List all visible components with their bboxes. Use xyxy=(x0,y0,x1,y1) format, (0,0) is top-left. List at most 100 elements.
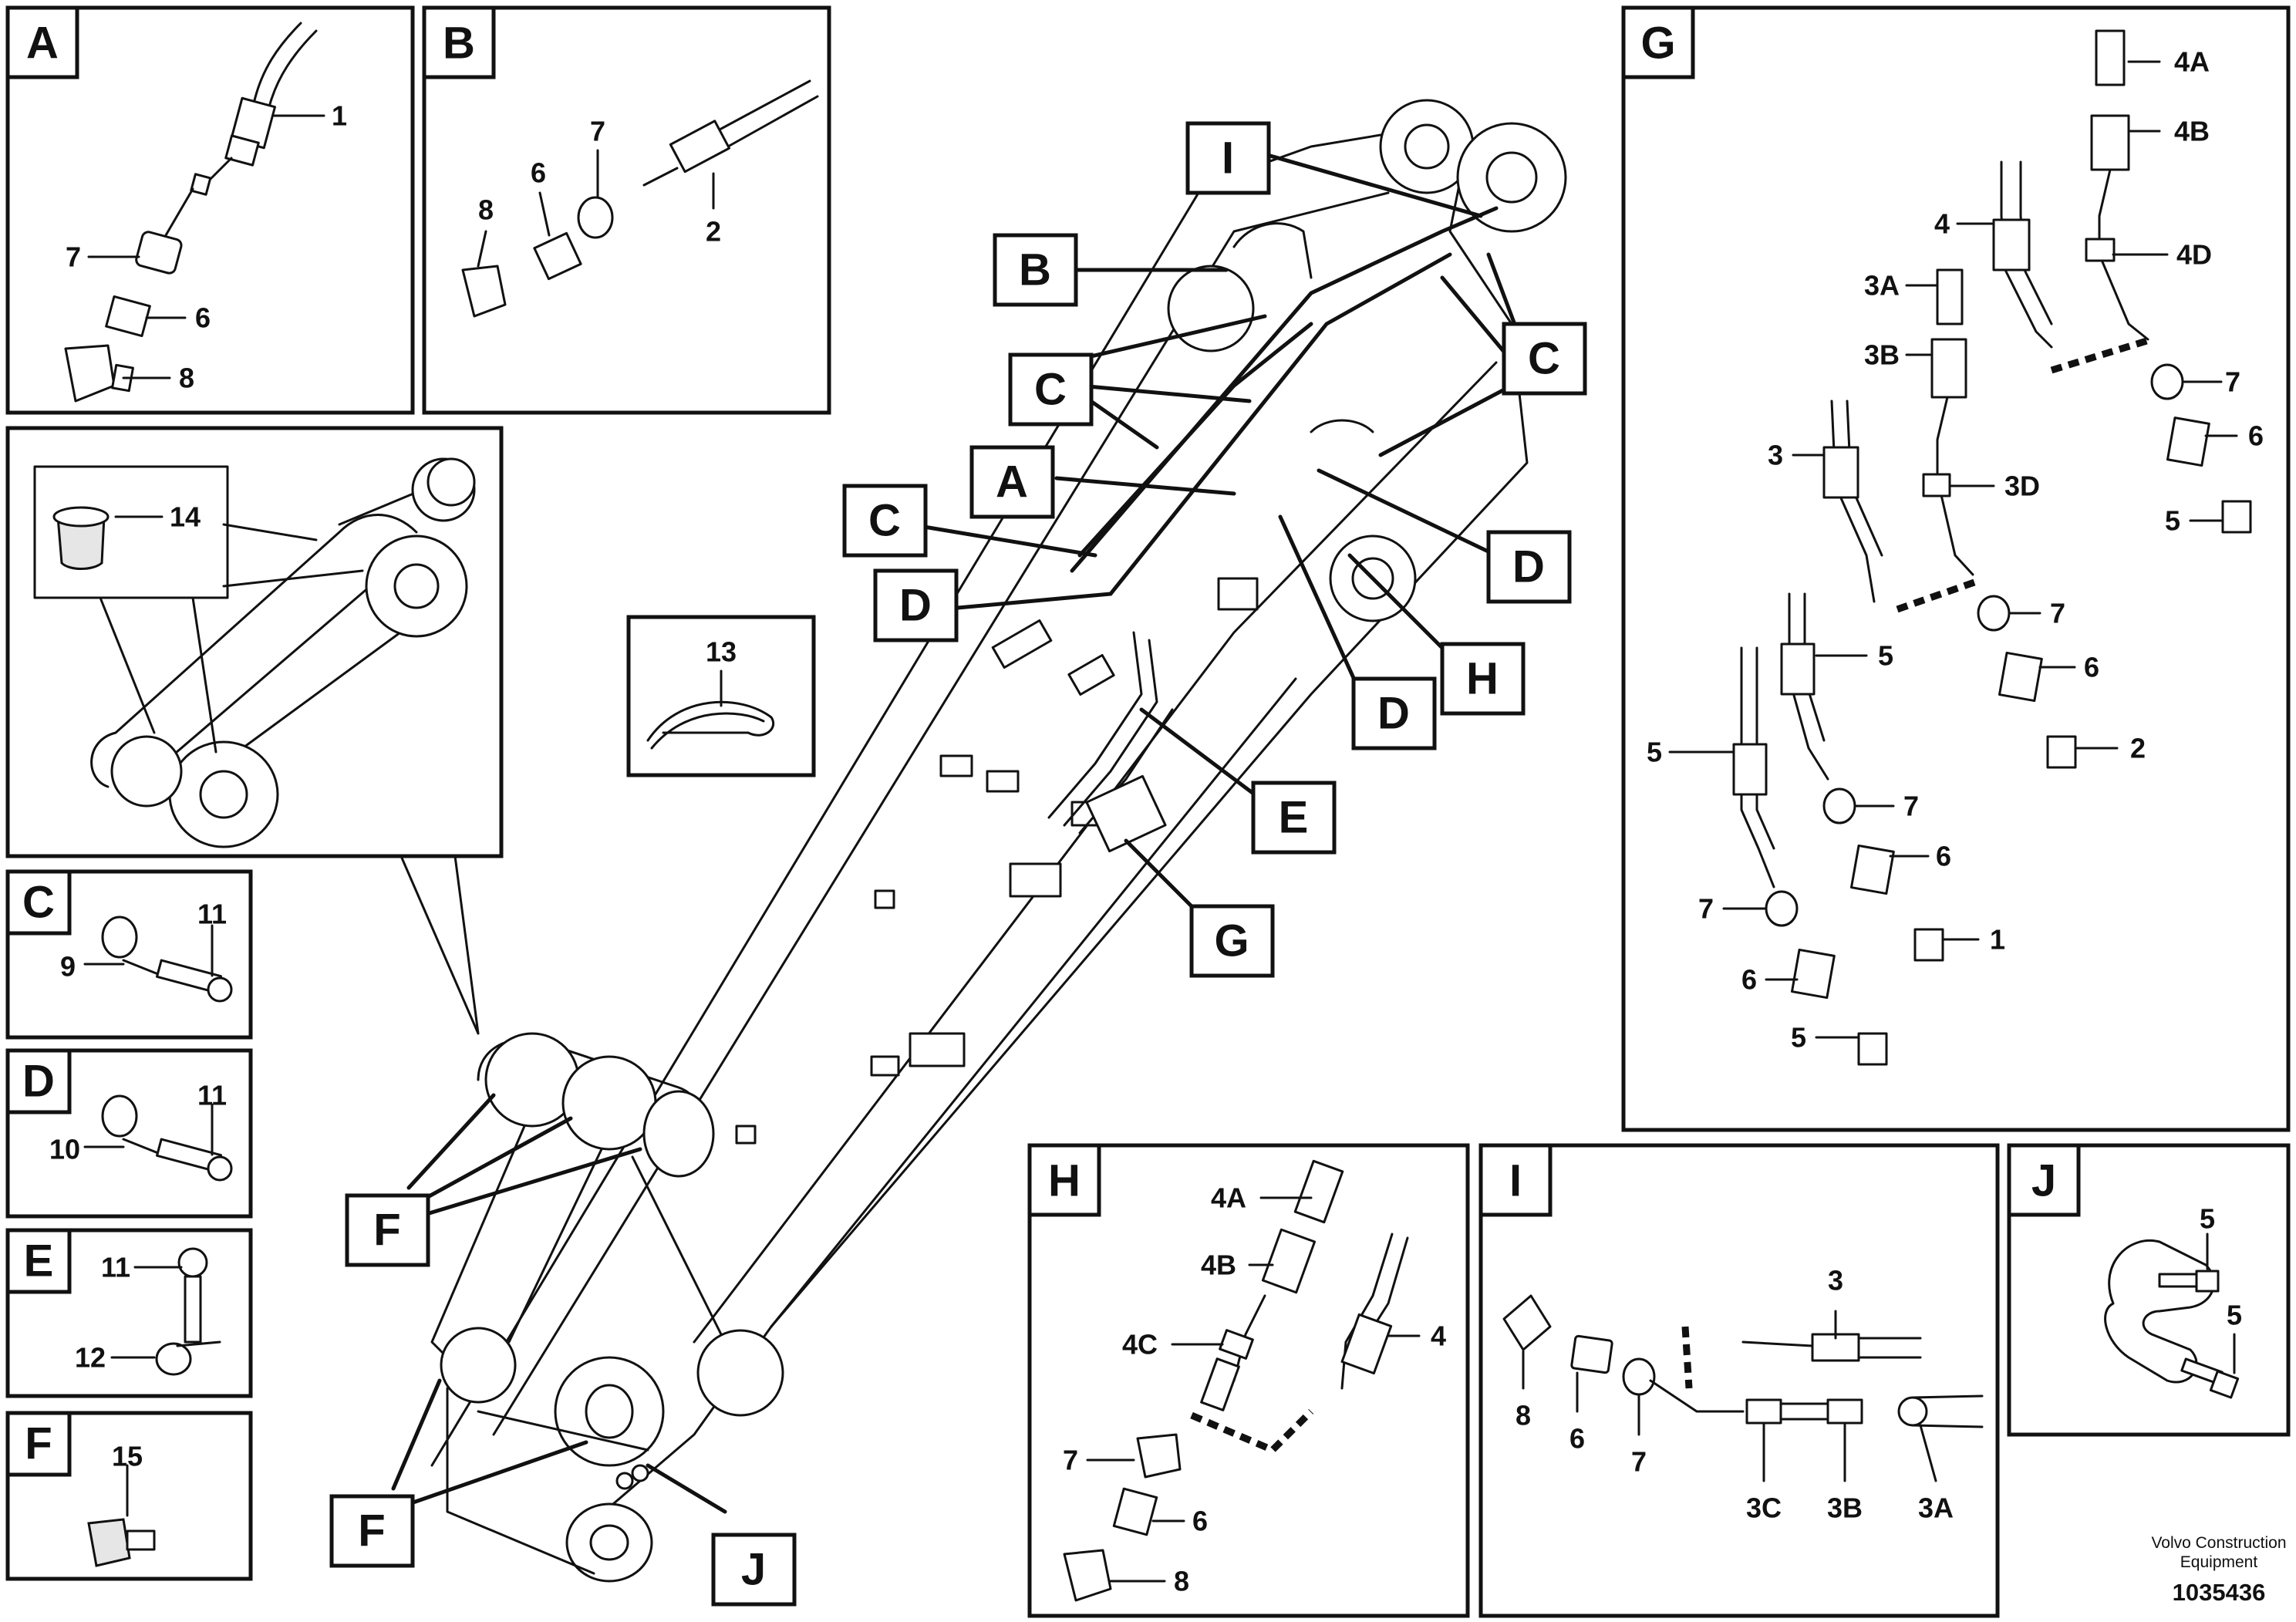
callout-C[interactable]: C xyxy=(1502,322,1587,396)
hose-fitting xyxy=(1930,338,1967,399)
nut xyxy=(1765,890,1799,927)
part-label: 3A xyxy=(1864,270,1900,302)
part-label: 6 xyxy=(1569,1423,1585,1455)
panel-link-detail: 14 xyxy=(5,426,504,858)
leader xyxy=(191,596,217,754)
leader-D-lower xyxy=(1278,514,1360,689)
adapter xyxy=(533,231,582,281)
nut xyxy=(1136,1433,1182,1479)
adapter xyxy=(1849,844,1895,895)
callout-B[interactable]: B xyxy=(993,233,1078,307)
leader-D-right xyxy=(1317,468,1499,558)
link-pivot xyxy=(440,1327,517,1404)
part-label: 5 xyxy=(2165,505,2180,537)
boom-bracket xyxy=(986,770,1020,793)
main-callouts: I B C C A C D D E G D H F F J xyxy=(329,121,1587,1607)
callout-G[interactable]: G xyxy=(1189,904,1275,978)
cable-tie-icon xyxy=(646,700,775,742)
adapter xyxy=(1998,651,2043,703)
hose xyxy=(1911,1424,1984,1428)
hose-fitting xyxy=(1261,1228,1317,1294)
hose-run-middle xyxy=(1108,252,1452,596)
callout-D[interactable]: D xyxy=(1486,530,1572,604)
boom-assembly xyxy=(430,99,1567,1583)
part-label: 7 xyxy=(1903,791,1919,822)
part-label: 3D xyxy=(2004,470,2040,502)
hose-fitting xyxy=(1732,743,1768,796)
bolt-head xyxy=(207,976,233,1003)
panel-C-letter: C xyxy=(22,878,55,928)
boom-tip-bore-upper xyxy=(1404,123,1450,170)
part-label: 1 xyxy=(1990,924,2005,956)
svg-text:E: E xyxy=(1279,793,1309,843)
panel-J-letter: J xyxy=(2031,1156,2056,1206)
svg-text:C: C xyxy=(1034,365,1067,415)
part-label: 4A xyxy=(2174,46,2210,78)
hose-end xyxy=(1897,1396,1928,1427)
leader-F xyxy=(414,1116,573,1206)
nut xyxy=(577,196,614,239)
part-label: 7 xyxy=(2225,366,2240,398)
leader xyxy=(538,191,551,237)
panel-A-letter-box xyxy=(5,5,79,79)
grease-nipple xyxy=(1857,1032,1888,1066)
adapter xyxy=(105,295,151,338)
boom-bracket xyxy=(874,889,895,909)
panel-E-letter-box xyxy=(5,1228,72,1294)
panel-J-letter-box xyxy=(2007,1143,2081,1217)
part-label: 4 xyxy=(1934,208,1950,240)
hose xyxy=(1911,1394,1984,1399)
callout-A[interactable]: A xyxy=(969,445,1055,519)
callout-E[interactable]: E xyxy=(1251,781,1337,855)
panel-D: D 11 10 xyxy=(5,1048,253,1219)
plug-icon xyxy=(56,515,106,570)
panel-C: C 11 9 xyxy=(5,869,253,1040)
leader-E xyxy=(1139,707,1267,804)
leader-F-lower xyxy=(391,1378,442,1491)
fitting xyxy=(2085,238,2116,262)
hose xyxy=(1788,592,1829,781)
callout-F[interactable]: F xyxy=(345,1193,430,1267)
panel-A-letter: A xyxy=(26,19,59,69)
boom-top-edge xyxy=(492,191,1390,1436)
panel-G-frame xyxy=(1621,5,2291,1132)
part-label: 4B xyxy=(2174,116,2210,147)
leader-C xyxy=(1077,383,1252,403)
leader xyxy=(222,569,364,588)
part-label: 4 xyxy=(1431,1320,1446,1352)
callout-C[interactable]: C xyxy=(842,484,928,558)
panel-J: J 5 5 xyxy=(2007,1143,2291,1437)
callout-F[interactable]: F xyxy=(329,1494,415,1568)
panel-C-letter-box xyxy=(5,869,72,936)
grease-nipple xyxy=(2195,1270,2220,1293)
panel-E-letter: E xyxy=(24,1236,54,1286)
boom-bracket xyxy=(870,1055,900,1077)
callout-D[interactable]: D xyxy=(1351,676,1437,750)
elbow xyxy=(1502,1294,1552,1351)
cable-tie-icon xyxy=(650,712,765,750)
leader-C-left xyxy=(908,522,1097,558)
boom-lower-edge xyxy=(693,361,1498,1344)
part-label: 11 xyxy=(197,899,227,930)
credit-block: Volvo Construction Equipment 1035436 xyxy=(2151,1534,2286,1606)
callout-I[interactable]: I xyxy=(1185,121,1271,195)
leader-F xyxy=(422,1147,642,1217)
callout-H[interactable]: H xyxy=(1440,642,1526,716)
part-label: 12 xyxy=(75,1342,106,1374)
tube xyxy=(642,167,679,187)
svg-text:J: J xyxy=(741,1545,766,1595)
part-label: 11 xyxy=(101,1252,130,1283)
link-bore xyxy=(199,770,248,819)
tube xyxy=(1741,1340,1814,1347)
part-label: 5 xyxy=(1791,1022,1806,1054)
part-label: 3A xyxy=(1918,1492,1954,1524)
boom-cylinder-eye xyxy=(1167,265,1255,352)
callout-D[interactable]: D xyxy=(873,568,959,642)
part-label: 9 xyxy=(60,951,76,983)
callout-C[interactable]: C xyxy=(1008,352,1094,427)
part-label: 8 xyxy=(1174,1566,1189,1597)
dashed-link xyxy=(1681,1326,1693,1389)
hose-fitting xyxy=(1826,1398,1863,1425)
callout-J[interactable]: J xyxy=(711,1533,797,1607)
hose xyxy=(708,79,811,137)
